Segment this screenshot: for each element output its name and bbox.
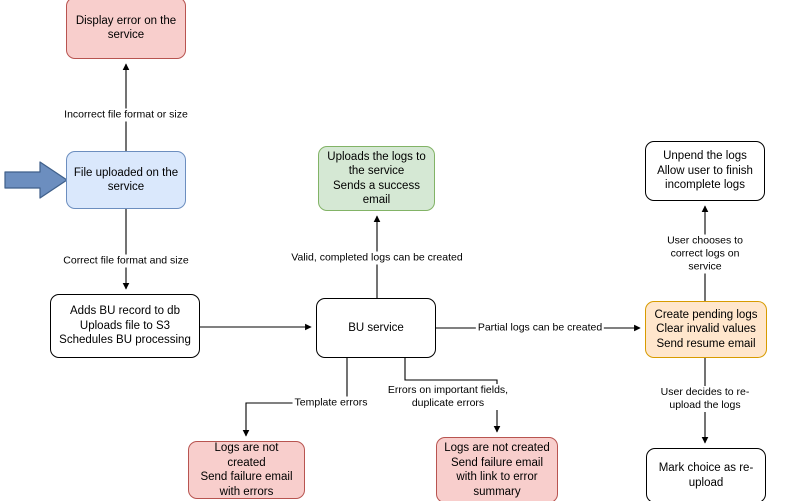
- edge-label-valid-completed-logs: Valid, completed logs can be created: [289, 251, 465, 265]
- node-bu-service[interactable]: BU service: [316, 298, 436, 358]
- node-display-error[interactable]: Display error on the service: [66, 0, 186, 59]
- node-create-pending-logs[interactable]: Create pending logs Clear invalid values…: [645, 301, 767, 358]
- edge-label-user-decides-reupload: User decides to re-upload the logs: [657, 386, 753, 412]
- node-uploads-the-logs-label: Uploads the logs to the service Sends a …: [327, 150, 426, 207]
- edge-label-partial-logs: Partial logs can be created: [475, 321, 605, 335]
- node-create-pending-logs-label: Create pending logs Clear invalid values…: [654, 308, 758, 350]
- node-file-uploaded[interactable]: File uploaded on the service: [66, 151, 186, 209]
- node-adds-bu-record[interactable]: Adds BU record to db Uploads file to S3 …: [50, 294, 200, 358]
- node-logs-not-created-template[interactable]: Logs are not created Send failure email …: [188, 441, 305, 499]
- entry-block-arrow-icon: [4, 161, 68, 199]
- node-file-uploaded-label: File uploaded on the service: [73, 166, 179, 194]
- node-bu-service-label: BU service: [348, 321, 404, 334]
- node-logs-not-created-template-label: Logs are not created Send failure email …: [200, 442, 293, 498]
- edge-label-errors-important-fields: Errors on important fields, duplicate er…: [385, 384, 511, 410]
- edge-label-user-chooses-correct: User chooses to correct logs on service: [657, 234, 753, 274]
- edge-label-template-errors: Template errors: [292, 396, 370, 410]
- node-adds-bu-record-label: Adds BU record to db Uploads file to S3 …: [59, 305, 191, 347]
- node-logs-not-created-fields-label: Logs are not created Send failure email …: [444, 442, 550, 498]
- node-uploads-the-logs[interactable]: Uploads the logs to the service Sends a …: [318, 146, 435, 211]
- node-display-error-label: Display error on the service: [75, 14, 177, 42]
- node-logs-not-created-fields[interactable]: Logs are not created Send failure email …: [436, 437, 558, 501]
- node-unpend-the-logs[interactable]: Unpend the logs Allow user to finish inc…: [645, 141, 765, 201]
- edge-label-correct-file-format: Correct file format and size: [61, 254, 191, 268]
- node-mark-choice-reupload[interactable]: Mark choice as re- upload: [646, 448, 766, 501]
- node-mark-choice-reupload-label: Mark choice as re- upload: [658, 462, 754, 489]
- edge-label-incorrect-file-format: Incorrect file format or size: [62, 108, 190, 122]
- node-unpend-the-logs-label: Unpend the logs Allow user to finish inc…: [657, 150, 753, 192]
